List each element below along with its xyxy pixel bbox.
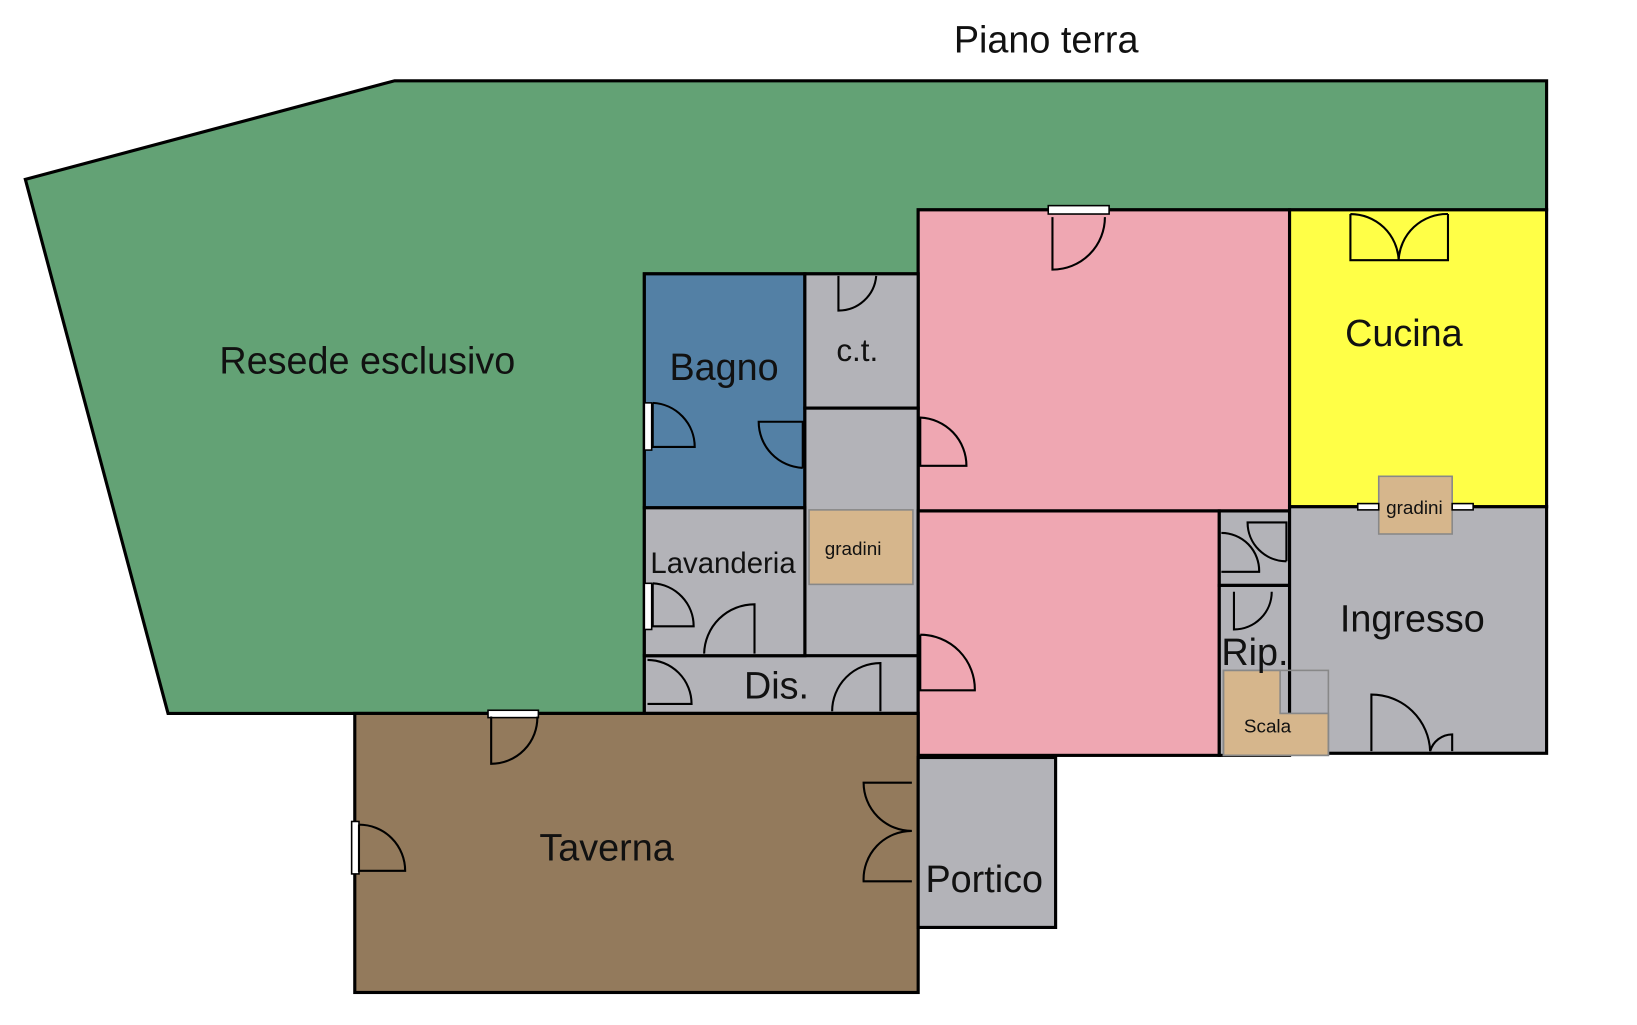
- room-pink-top: [916, 208, 1292, 513]
- plan-title: Piano terra: [954, 19, 1139, 61]
- label-scala: Scala: [1244, 716, 1292, 737]
- door-icon: [1370, 693, 1454, 752]
- label-lavanderia: Lavanderia: [650, 547, 796, 580]
- label-gradini-2: gradini: [1386, 498, 1443, 519]
- door-icon: [831, 662, 882, 712]
- window: [643, 582, 653, 631]
- door-icon: [1349, 212, 1450, 262]
- window: [643, 402, 653, 451]
- label-ct: c.t.: [836, 333, 878, 368]
- label-ingresso: Ingresso: [1340, 599, 1485, 641]
- label-resede: Resede esclusivo: [219, 340, 515, 382]
- window: [487, 709, 540, 719]
- door-icon: [703, 603, 756, 654]
- room-bagno: [642, 272, 807, 510]
- scala-outline: [1222, 669, 1330, 757]
- label-cucina: Cucina: [1345, 313, 1463, 355]
- door-icon: [357, 823, 407, 872]
- door-icon: [919, 633, 976, 692]
- door-icon: [919, 416, 968, 467]
- label-gradini-1: gradini: [825, 539, 882, 560]
- room-taverna: [353, 711, 920, 995]
- room-ingresso: [1287, 505, 1549, 755]
- door-icon: [1051, 217, 1106, 271]
- door-icon: [862, 781, 912, 883]
- room-lavanderia: [642, 506, 807, 658]
- label-portico: Portico: [926, 859, 1044, 901]
- door-icon: [647, 658, 693, 706]
- door-icon: [1232, 591, 1273, 631]
- label-taverna: Taverna: [539, 827, 673, 869]
- gradini-2: [1377, 475, 1453, 535]
- window: [350, 820, 360, 875]
- room-cucina: [1287, 208, 1549, 509]
- door-icon: [651, 582, 695, 628]
- window: [1356, 502, 1380, 511]
- door-icon: [651, 401, 696, 448]
- label-dis: Dis.: [744, 666, 809, 708]
- room-pink-bottom: [916, 509, 1221, 757]
- room-ct: [803, 272, 920, 410]
- door-icon: [490, 716, 539, 765]
- door-icon: [837, 275, 878, 312]
- window: [1047, 204, 1110, 215]
- door-icon: [1221, 521, 1288, 573]
- label-bagno: Bagno: [669, 347, 778, 389]
- door-icon: [757, 420, 804, 469]
- gradini-1: [808, 509, 914, 586]
- window: [1451, 502, 1474, 511]
- label-rip: Rip.: [1221, 632, 1288, 674]
- room-portico: [916, 755, 1058, 930]
